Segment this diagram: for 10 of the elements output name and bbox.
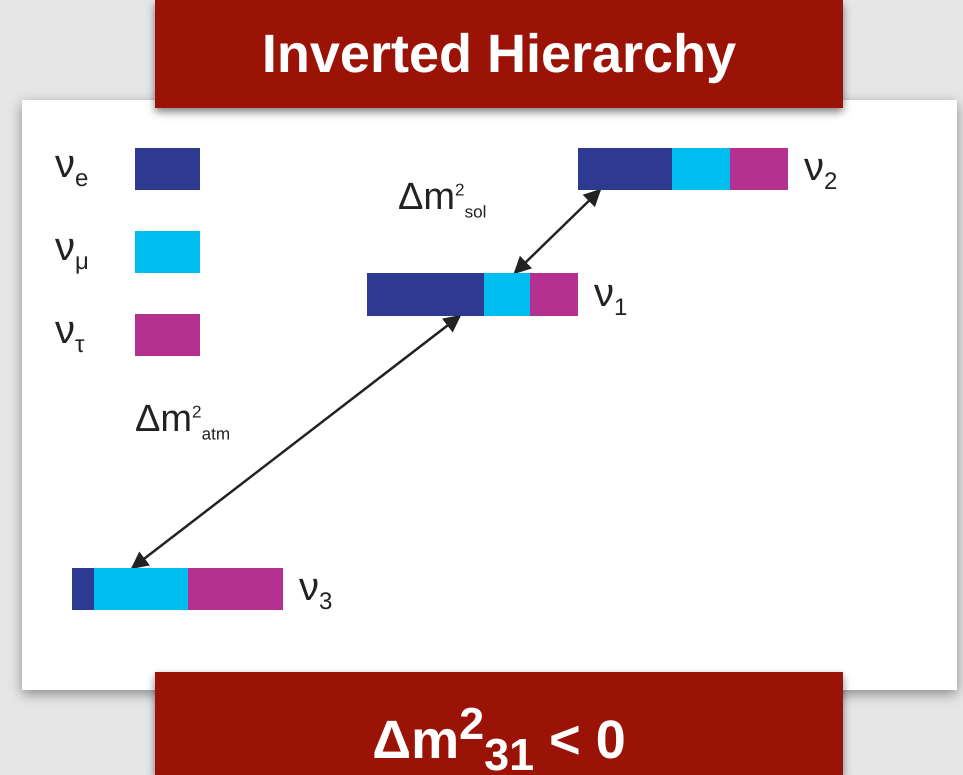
title-banner: Inverted Hierarchy bbox=[155, 0, 843, 108]
legend-label: ν$_{μ}$ bbox=[55, 227, 89, 274]
neutrino-label: ν$_{1}$ bbox=[594, 272, 628, 320]
legend-label: ν$_{e}$ bbox=[55, 144, 88, 191]
neutrino-label: ν$_{2}$ bbox=[804, 147, 838, 194]
double-arrow bbox=[513, 188, 602, 274]
caption-banner: Δm$^{2}$$_{31}$ < 0 bbox=[155, 672, 843, 775]
neutrino-label: ν$_{3}$ bbox=[299, 567, 332, 614]
legend-label: ν$_{τ}$ bbox=[55, 310, 84, 357]
double-arrow bbox=[130, 314, 462, 570]
